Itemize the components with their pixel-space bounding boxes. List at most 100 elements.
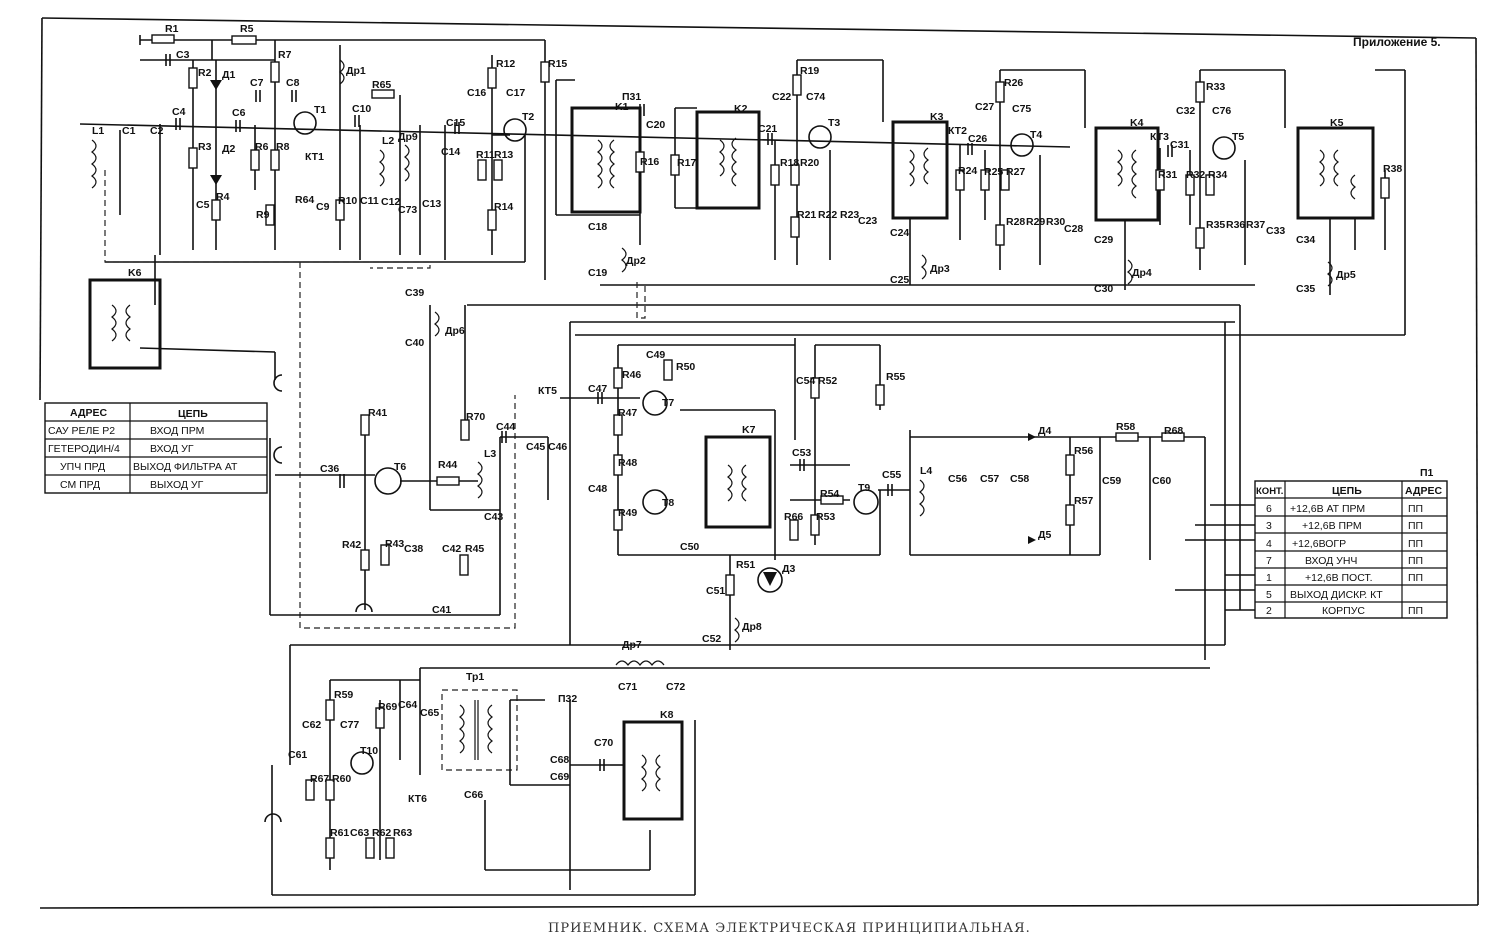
schematic-caption: ПРИЕМНИК. СХЕМА ЭЛЕКТРИЧЕСКАЯ ПРИНЦИПИАЛ… [548,921,1031,936]
connector-jacks [264,374,373,823]
diode-d1 [210,80,222,90]
label-c35: C35 [1296,283,1315,295]
choke-dr7 [615,660,665,666]
label-c7: C7 [250,77,264,89]
label-t5: T5 [1232,131,1244,143]
label-c75: C75 [1012,103,1031,115]
label-c71: C71 [618,681,637,693]
label-t9: T9 [858,482,870,494]
label-r60: R60 [332,773,351,785]
label-r62: R62 [372,827,391,839]
jack-icon [273,374,283,392]
label-c2: C2 [150,125,164,137]
label-c6: C6 [232,107,246,119]
label-r3: R3 [198,141,212,153]
diode-d3 [757,567,783,593]
choke-dr2 [621,247,627,273]
label-r34: R34 [1208,169,1227,181]
label-c19: C19 [588,267,607,279]
label-r55: R55 [886,371,905,383]
label-r49: R49 [618,507,637,519]
label-r32: R32 [1186,169,1205,181]
connector-circuit: КОРПУС [1322,605,1365,617]
connector-name: П1 [1420,467,1434,479]
connector-circuit: +12,6В АТ ПРМ [1290,503,1365,515]
choke-dr8 [734,617,740,643]
label-c1: C1 [122,125,136,137]
label-r51: R51 [736,559,755,571]
connector-pin: 3 [1266,520,1272,532]
label-r25: R25 [984,166,1003,178]
label-c16: C16 [467,87,486,99]
label-r8: R8 [276,141,290,153]
label-r27: R27 [1006,166,1025,178]
label-r30: R30 [1046,216,1065,228]
label-r7: R7 [278,49,292,61]
label-c40: C40 [405,337,424,349]
label-r12: R12 [496,58,515,70]
label-dr2: Др2 [626,255,646,267]
label-c12: C12 [381,196,400,208]
label-r67: R67 [310,773,329,785]
label-c63: C63 [350,827,369,839]
transistor-t2 [503,118,527,142]
label-c25: C25 [890,274,909,286]
label-c9: C9 [316,201,330,213]
label-k3: K3 [930,111,944,123]
label-r70: R70 [466,411,485,423]
inductors [91,59,1333,666]
diode-d4 [1028,433,1036,441]
label-c43: C43 [484,511,503,523]
connector-p1-table: П1 КОНТ. ЦЕПЬ АДРЕС 6 +12,6В АТ ПРМ ПП 3… [1254,467,1448,619]
label-c52: C52 [702,633,721,645]
address-table-cell: ГЕТЕРОДИН/4 [48,443,120,455]
filter-k4-box [1094,126,1160,222]
address-table-cell: ВХОД ПРМ [150,425,204,437]
label-r22: R22 [818,209,837,221]
label-c31: C31 [1170,139,1189,151]
label-k8: K8 [660,709,674,721]
label-r58: R58 [1116,421,1135,433]
label-c15: C15 [446,117,465,129]
label-c3: C3 [176,49,190,61]
label-r66: R66 [784,511,803,523]
label-d5: Д5 [1038,529,1051,541]
label-c70: C70 [594,737,613,749]
label-r44: R44 [438,459,457,471]
label-c51: C51 [706,585,725,597]
address-table-cell: ВЫХОД УГ [150,479,204,491]
connector-circuit: ВЫХОД ДИСКР. КТ [1290,589,1383,601]
label-r59: R59 [334,689,353,701]
inductor-l1 [91,139,97,189]
filter-k2-box [695,110,761,210]
label-dr9: Др9 [398,131,418,143]
label-c17: C17 [506,87,525,99]
label-t10: T10 [360,745,378,757]
label-r41: R41 [368,407,387,419]
transistor-t3 [808,125,832,149]
label-c66: C66 [464,789,483,801]
label-r47: R47 [618,407,637,419]
label-r17: R17 [677,157,696,169]
address-table-cell: САУ РЕЛЕ Р2 [48,425,115,437]
label-c54: C54 [796,375,815,387]
transistor-t8 [642,489,668,515]
label-c58: C58 [1010,473,1029,485]
signal-wiring [119,45,1386,896]
label-r24: R24 [958,165,977,177]
label-c47: C47 [588,383,607,395]
choke-dr6 [434,311,440,337]
label-c45: C45 [526,441,545,453]
label-kt6: КТ6 [408,793,427,805]
label-r14: R14 [494,201,513,213]
label-c34: C34 [1296,234,1315,246]
top-rails [79,35,1406,646]
label-c57: C57 [980,473,999,485]
label-tr1: Тр1 [466,671,484,683]
label-c27: C27 [975,101,994,113]
label-t7: T7 [662,397,674,409]
label-c20: C20 [646,119,665,131]
label-c73: C73 [398,204,417,216]
label-c62: C62 [302,719,321,731]
label-c38: C38 [404,543,423,555]
